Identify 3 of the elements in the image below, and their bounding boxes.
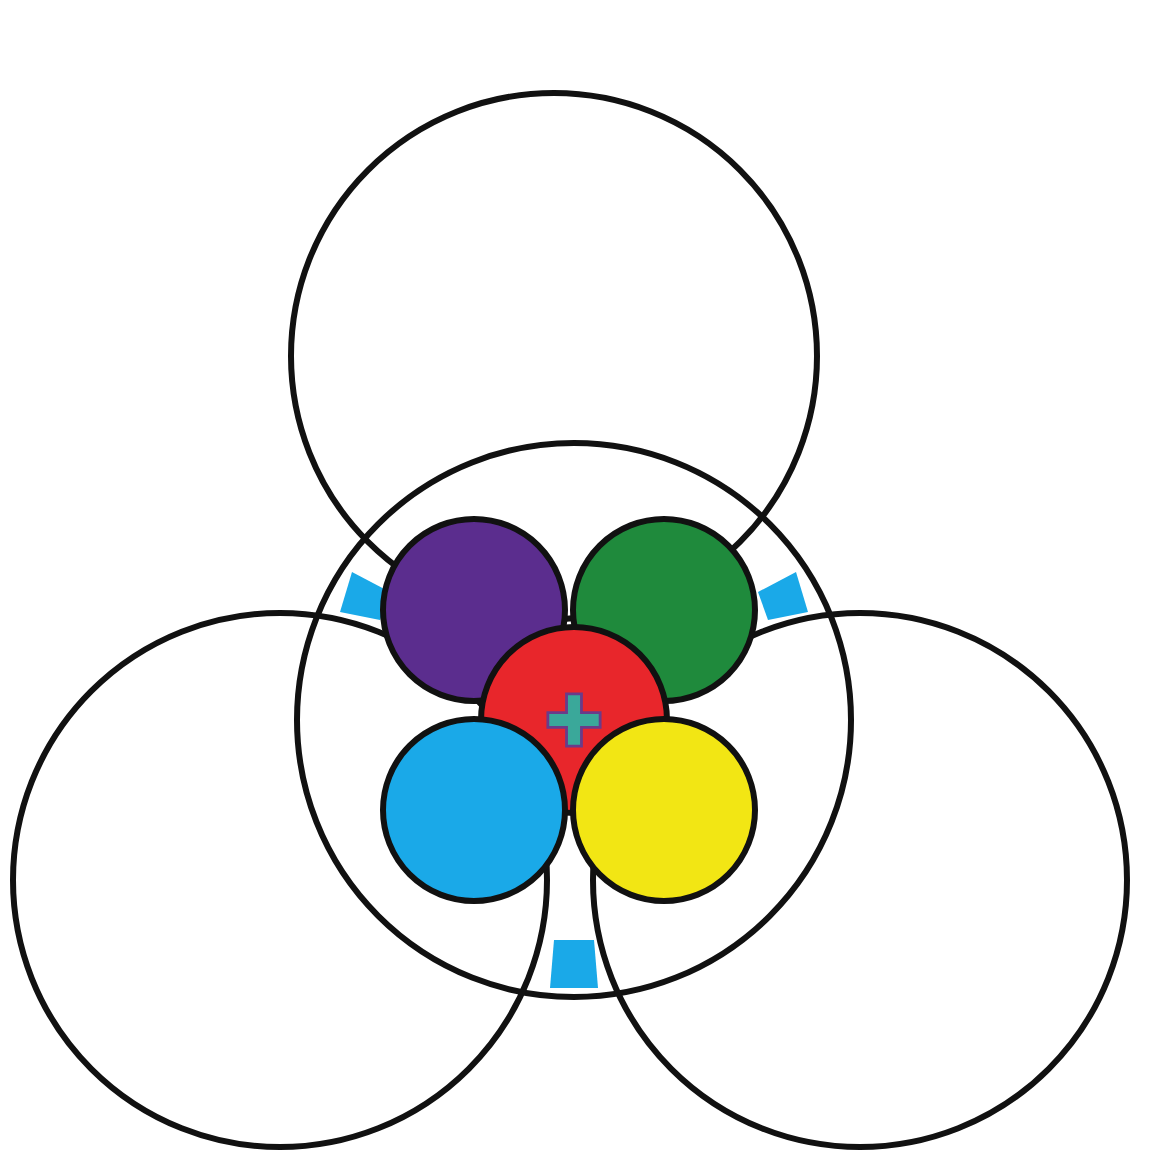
outer-circle: [294, 440, 854, 1000]
inner-circle: [570, 716, 758, 904]
inner-circle: [380, 716, 568, 904]
